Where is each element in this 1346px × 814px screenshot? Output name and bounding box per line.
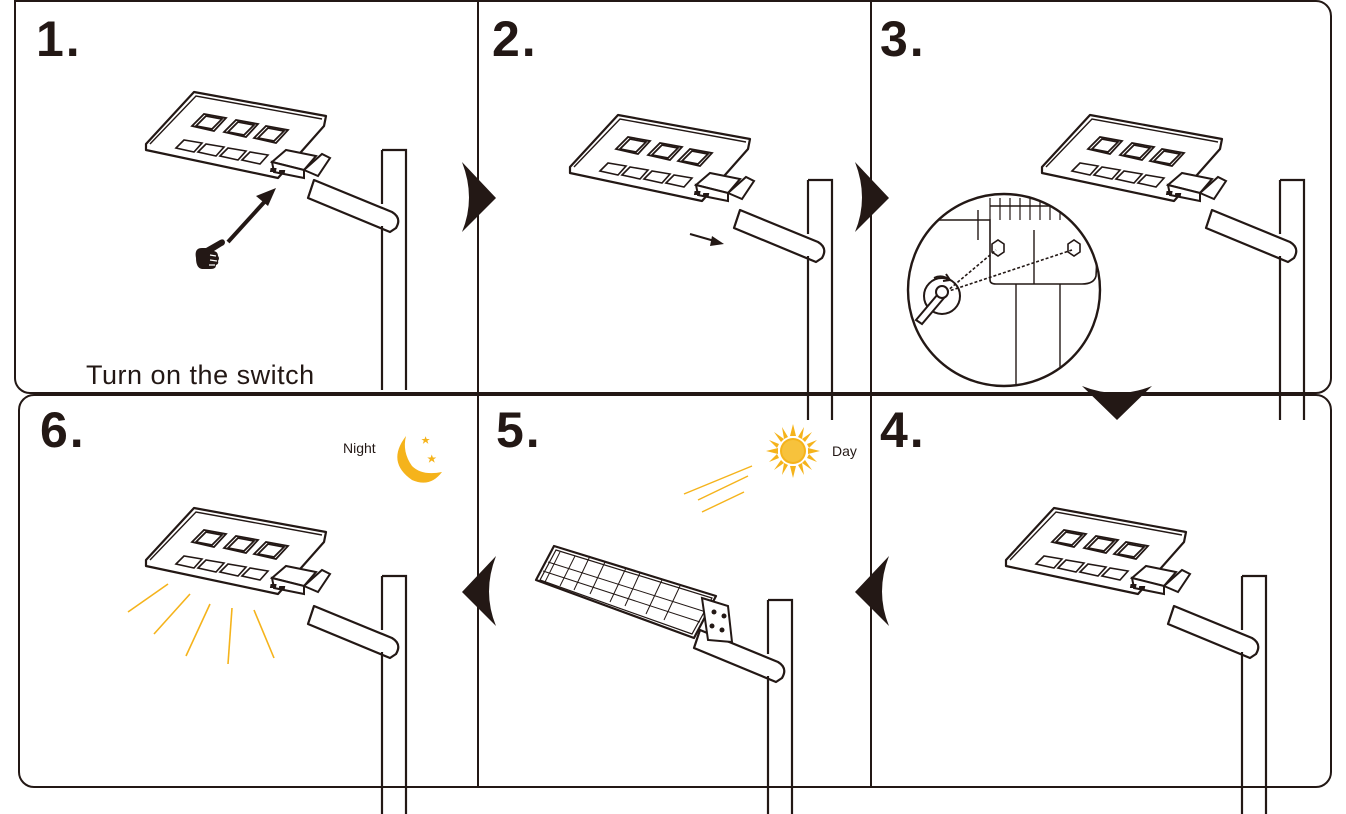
day-label: Day <box>832 443 857 459</box>
step-3-lamp-illustration <box>906 113 1306 422</box>
arrow-left-icon <box>855 556 889 626</box>
step-3-number: 3. <box>880 11 926 67</box>
wrench-icon <box>914 273 961 326</box>
arrow-left-icon <box>462 556 496 626</box>
step-5-number: 5. <box>496 402 542 458</box>
moon-icon <box>397 436 442 483</box>
step-5-solar-lamp-illustration <box>534 465 794 814</box>
night-label: Night <box>343 440 376 456</box>
step-1-caption: Turn on the switch <box>86 360 315 390</box>
step-6-lamp-illustration <box>127 506 408 814</box>
step-2-lamp-illustration <box>568 113 834 422</box>
sun-icon <box>766 424 820 478</box>
step-2-number: 2. <box>492 11 538 67</box>
arrow-down-icon <box>1082 386 1152 420</box>
hand-pointer-icon <box>195 239 225 269</box>
arrow-right-icon <box>855 162 889 232</box>
step-4-number: 4. <box>880 402 926 458</box>
step-1-lamp-illustration <box>144 90 408 392</box>
step-1-number: 1. <box>36 11 82 67</box>
top-row-frame <box>14 0 1332 394</box>
arrow-right-icon <box>462 162 496 232</box>
step-6-number: 6. <box>40 402 86 458</box>
